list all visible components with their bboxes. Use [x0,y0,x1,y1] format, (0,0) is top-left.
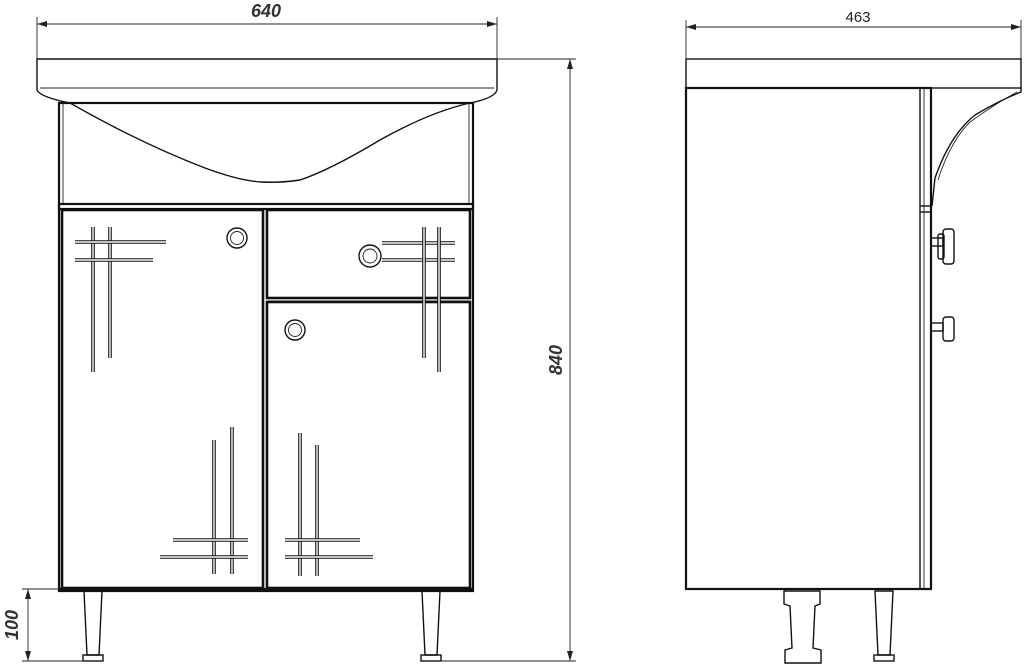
dimension-leg-height: 100 [2,588,84,662]
dimension-width-label: 640 [251,1,281,21]
left-door-decor-bottom [160,427,248,574]
washbasin-side [685,58,1022,207]
drawer-decor [382,241,455,262]
side-knobs [930,228,955,342]
right-door-decor-bottom [285,433,373,576]
side-legs [783,590,895,664]
right-door-knob [284,319,306,341]
right-door-decor-top [422,227,441,372]
dimension-width: 640 [36,1,498,59]
right-door [265,227,472,590]
front-legs [82,590,442,662]
drawer [265,208,472,302]
dimension-depth-label: 463 [845,9,870,26]
dimension-height: 840 [440,58,576,662]
side-view [684,58,1022,664]
drawer-knob [358,244,382,268]
left-door-decor-top [75,227,166,372]
front-view [36,58,498,662]
dimension-height-label: 840 [546,345,566,375]
dimension-leg-height-label: 100 [2,610,22,640]
cabinet-side [684,86,933,591]
left-door-knob [226,227,248,249]
dimension-depth: 463 [685,9,1022,59]
left-door [60,208,265,590]
washbasin [36,58,498,183]
